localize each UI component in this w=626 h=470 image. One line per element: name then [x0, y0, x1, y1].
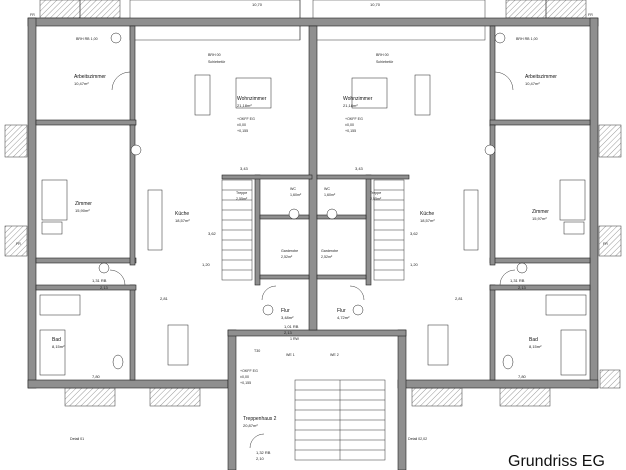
room-area-arbeit-left: 10,47m² [74, 81, 89, 86]
dim-kueche-h2: 3,62 [410, 231, 419, 236]
room-label-wohn-right: Wohnzimmer [343, 96, 373, 102]
schiebetuer-right: Schiebetür [376, 60, 394, 64]
plan-title: Grundriss EG [508, 453, 605, 470]
room-area-bad-left: 8,15m² [52, 344, 65, 349]
room-area-wohn-right: 21,18m² [343, 103, 358, 108]
dim-wohn-w2: 3,43 [355, 166, 364, 171]
room-label-arbeit-right: Arbeitszimmer [525, 74, 557, 80]
okff-stair: +OKFF EG [240, 369, 258, 373]
room-label-bad-left: Bad [52, 337, 61, 343]
room-label-flur-right: Flur [337, 308, 346, 314]
fr-mid-left: FR [16, 242, 21, 246]
dim-lower: 1,32 RB [256, 450, 271, 455]
room-area-treppe-left: 2,55m² [236, 197, 248, 201]
detail-left: Detail 01 [70, 437, 84, 441]
schiebetuer-left: Schiebetür [208, 60, 226, 64]
room-area-flur-right: 4,72m² [337, 315, 350, 320]
room-area-garderobe-left: 2,52m² [281, 255, 293, 259]
dim-bath-l: 1,31 RB [92, 278, 107, 283]
t30-label: T30 [254, 349, 260, 353]
okff-stair-val2: +0,155 [240, 381, 251, 385]
dim-2-13-l: 2,13 [100, 285, 109, 290]
window-boxes [4, 0, 622, 407]
okff-right: +OKFF EG [345, 117, 363, 121]
room-area-kueche-right: 18,57m² [420, 218, 435, 223]
brh-00-right: BRH 00 [376, 53, 389, 57]
level-annotations: +OKFF EG ±0,00 +0,155 +OKFF EG ±0,00 +0,… [237, 117, 363, 385]
room-label-wohn-left: Wohnzimmer [237, 96, 267, 102]
fr-top-left: FR [30, 13, 35, 17]
door-swings [109, 71, 516, 449]
dim-flur: 1,01 RB [284, 324, 299, 329]
dim-top-left: 10,70 [252, 2, 263, 7]
room-label-kueche-left: Küche [175, 211, 189, 217]
dim-2-81r: 2,81 [455, 296, 464, 301]
okff-left-val: ±0,00 [237, 123, 246, 127]
exterior-labels: FR FR FR FR BRH RB 1,00 BRH RB 1,00 BRH … [16, 13, 608, 441]
furniture [39, 74, 587, 376]
room-area-treppenhaus: 20,87m² [243, 423, 258, 428]
room-label-wc-left: WC [290, 187, 296, 191]
room-label-flur-left: Flur [281, 308, 290, 314]
room-label-zimmer-left: Zimmer [75, 201, 92, 207]
dim-wohn-w: 3,43 [240, 166, 249, 171]
room-label-treppe-left: Treppe [236, 191, 247, 195]
detail-right: Detail 02,02 [408, 437, 427, 441]
room-area-garderobe-right: 2,52m² [321, 255, 333, 259]
room-area-zimmer-left: 15,90m² [75, 208, 90, 213]
room-label-treppenhaus: Treppenhaus 2 [243, 416, 277, 422]
room-label-garderobe-right: Garderobe [321, 249, 338, 253]
dim-7-80r: 7,80 [518, 374, 527, 379]
dim-bath-r: 1,31 RB [510, 278, 525, 283]
interior-walls [35, 25, 591, 381]
dimension-labels: 10,70 10,70 3,43 3,43 3,62 3,62 1,20 1,2… [92, 2, 527, 461]
room-area-wc-right: 1,60m² [324, 193, 336, 197]
room-area-treppe-right: 2,55m² [370, 197, 382, 201]
exterior-walls [27, 17, 599, 470]
room-label-garderobe-left: Garderobe [281, 249, 298, 253]
brh-00-left: BRH 00 [208, 53, 221, 57]
dim-kueche-h: 3,62 [208, 231, 217, 236]
fr-top-right: FR [588, 13, 593, 17]
room-label-bad-right: Bad [529, 337, 538, 343]
staircase-2-steps [294, 379, 386, 461]
we-left: WE 1 [286, 353, 295, 357]
brh-top-right: BRH RB 1,00 [516, 37, 538, 41]
dim-flur2: 2,13 [284, 330, 293, 335]
unit-stairs [221, 179, 405, 281]
dim-2-81: 2,81 [160, 296, 169, 301]
room-area-kueche-left: 18,57m² [175, 218, 190, 223]
room-area-flur-left: 3,48m² [281, 315, 294, 320]
room-label-treppe-right: Treppe [370, 191, 381, 195]
room-area-wc-left: 1,60m² [290, 193, 302, 197]
room-area-zimmer-right: 15,97m² [532, 216, 547, 221]
okff-left: +OKFF EG [237, 117, 255, 121]
room-labels: Arbeitszimmer 10,47m² Arbeitszimmer 10,4… [52, 74, 557, 428]
okff-stair-val: ±0,00 [240, 375, 249, 379]
dim-2-13-r: 2,13 [518, 285, 527, 290]
dim-mid2: 1,20 [410, 262, 419, 267]
we-right: WE 2 [330, 353, 339, 357]
room-area-bad-right: 8,15m² [529, 344, 542, 349]
dim-top-right: 10,70 [370, 2, 381, 7]
fr-mid-right: FR [603, 242, 608, 246]
room-area-wohn-left: 21,18m² [237, 103, 252, 108]
dim-lower2: 2,10 [256, 456, 265, 461]
room-area-arbeit-right: 10,47m² [525, 81, 540, 86]
room-label-zimmer-right: Zimmer [532, 209, 549, 215]
okff-right-val: ±0,00 [345, 123, 354, 127]
okff-left-val2: +0,155 [237, 129, 248, 133]
room-markers [98, 32, 528, 316]
dim-7-80: 7,80 [92, 374, 101, 379]
dim-mid1: 1,20 [202, 262, 211, 267]
okff-right-val2: +0,155 [345, 129, 356, 133]
room-label-kueche-right: Küche [420, 211, 434, 217]
room-label-wc-right: WC [324, 187, 330, 191]
brh-top-left: BRH RB 1,00 [76, 37, 98, 41]
rw-label: 1 RW [290, 337, 300, 341]
room-label-arbeit-left: Arbeitszimmer [74, 74, 106, 80]
